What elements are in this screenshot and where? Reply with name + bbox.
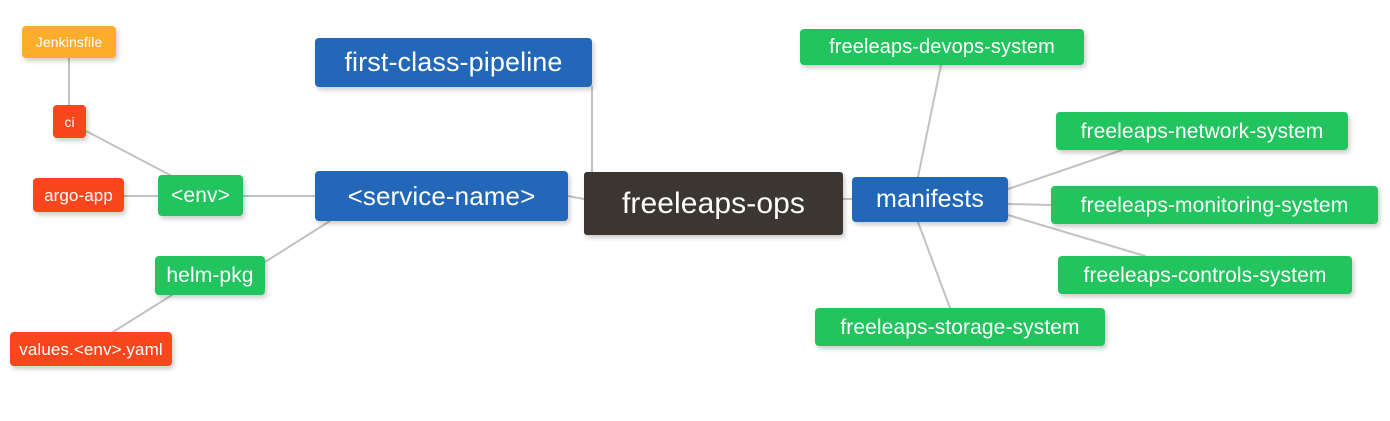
mindmap-node-freeleaps-ops[interactable]: freeleaps-ops [584,172,843,235]
mindmap-node-helm-pkg[interactable]: helm-pkg [155,256,265,295]
mindmap-node-freeleaps-controls-system[interactable]: freeleaps-controls-system [1058,256,1352,294]
mindmap-node-freeleaps-monitoring-system[interactable]: freeleaps-monitoring-system [1051,186,1378,224]
mindmap-node-service-name[interactable]: <service-name> [315,171,568,221]
mindmap-node-env[interactable]: <env> [158,175,243,216]
mindmap-node-argo-app[interactable]: argo-app [33,178,124,212]
mindmap-node-freeleaps-devops-system[interactable]: freeleaps-devops-system [800,29,1084,65]
edge-service-name-to-helm-pkg [264,220,331,263]
edge-freeleaps-ops-to-service-name [567,195,585,200]
mindmap-node-manifests[interactable]: manifests [852,177,1008,222]
edge-manifests-to-freeleaps-storage-system [917,221,951,309]
edge-manifests-to-freeleaps-devops-system [917,64,942,178]
mindmap-node-first-class-pipeline[interactable]: first-class-pipeline [315,38,592,87]
edge-helm-pkg-to-values-env-yaml [112,294,173,333]
mindmap-node-values-env-yaml[interactable]: values.<env>.yaml [10,332,172,366]
edge-env-to-ci [85,130,171,176]
edge-manifests-to-freeleaps-network-system [1007,149,1123,190]
mindmap-node-freeleaps-network-system[interactable]: freeleaps-network-system [1056,112,1348,150]
mindmap-node-freeleaps-storage-system[interactable]: freeleaps-storage-system [815,308,1105,346]
edge-manifests-to-freeleaps-monitoring-system [1007,203,1052,206]
mindmap-node-jenkinsfile[interactable]: Jenkinsfile [22,26,116,58]
mindmap-node-ci[interactable]: ci [53,105,86,138]
